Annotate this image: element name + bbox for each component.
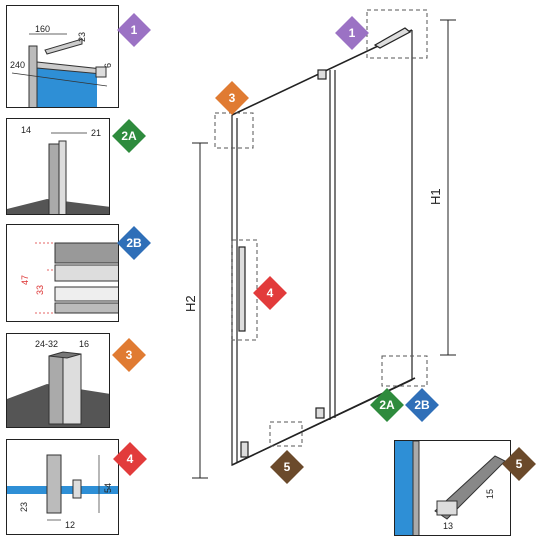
badge-2a-main-label: 2A: [379, 398, 395, 412]
badge-3-small-label: 3: [125, 348, 133, 362]
badge-5-panel-label: 5: [515, 457, 523, 471]
dim-12: 12: [65, 520, 75, 530]
dim-33: 33: [35, 285, 45, 295]
dim-54: 54: [103, 483, 113, 493]
dim-13: 13: [443, 521, 453, 531]
bar-end: [95, 66, 107, 78]
callout-box-2: [381, 355, 428, 387]
dim-15: 15: [485, 489, 495, 499]
h2-label: H2: [183, 295, 198, 312]
badge-1-main-label: 1: [348, 26, 356, 40]
glass-edge: [7, 486, 118, 494]
dim-47: 47: [20, 275, 30, 285]
badge-2b-main-label: 2B: [414, 398, 430, 412]
roller-top: [317, 69, 327, 80]
badge-4-small-label: 4: [126, 452, 134, 466]
dim-160: 160: [35, 24, 50, 34]
detail-1-drawing: 160 23 6 240: [10, 24, 113, 107]
detail-panel-3: 24-32 16: [6, 333, 110, 428]
detail-panel-2a: 14 21: [6, 118, 110, 215]
profile-side: [58, 140, 67, 214]
badge-3-main-label: 3: [228, 91, 236, 105]
callout-box-5: [269, 421, 303, 447]
badge-5-main-label: 5: [283, 460, 291, 474]
dim-23: 23: [19, 502, 29, 512]
bottom-guide: [240, 441, 249, 458]
detail-panel-4: 54 23 12: [6, 439, 119, 535]
dim-240: 240: [10, 60, 25, 70]
handle: [46, 454, 62, 514]
dim-24-32: 24-32: [35, 339, 58, 349]
top-bracket: [373, 27, 412, 49]
wall-profile: [28, 45, 38, 107]
badge-2a-small-label: 2A: [121, 129, 137, 143]
h1-label: H1: [428, 188, 443, 205]
callout-box-3: [214, 112, 254, 149]
glass-panel: [395, 441, 413, 535]
profile-seal: [412, 441, 420, 535]
profile-mid: [54, 264, 118, 282]
top-rail: [54, 242, 118, 264]
detail-2a-drawing: 14 21: [7, 125, 109, 214]
detail-4-drawing: 54 23 12: [7, 454, 118, 530]
badge-1-small-label: 1: [130, 23, 138, 37]
detail-panel-5: 15 13: [394, 440, 511, 536]
callout-box-4: [231, 239, 258, 341]
profile-base: [54, 302, 118, 314]
track-profile: [436, 500, 458, 516]
detail-2b-drawing: 47 33: [20, 242, 118, 314]
glass-panel: [37, 68, 97, 107]
profile-lower: [54, 286, 118, 302]
badge-2b-small-label: 2B: [126, 236, 142, 250]
handle-back: [72, 479, 82, 499]
detail-3-drawing: 24-32 16: [7, 339, 109, 427]
detail-panel-1: 160 23 6 240: [6, 5, 119, 108]
dim-14: 14: [21, 125, 31, 135]
dim-16: 16: [79, 339, 89, 349]
dim-6: 6: [103, 63, 113, 68]
dim-23: 23: [77, 32, 87, 42]
profile-top: [48, 351, 82, 359]
detail-5-drawing: 15 13: [395, 441, 506, 535]
dim-21: 21: [91, 128, 101, 138]
detail-panel-2b: 47 33: [6, 224, 119, 322]
badge-4-main-label: 4: [266, 286, 274, 300]
wall-bracket: [44, 38, 83, 55]
door-handle: [238, 246, 246, 332]
roller-bottom: [315, 407, 325, 419]
